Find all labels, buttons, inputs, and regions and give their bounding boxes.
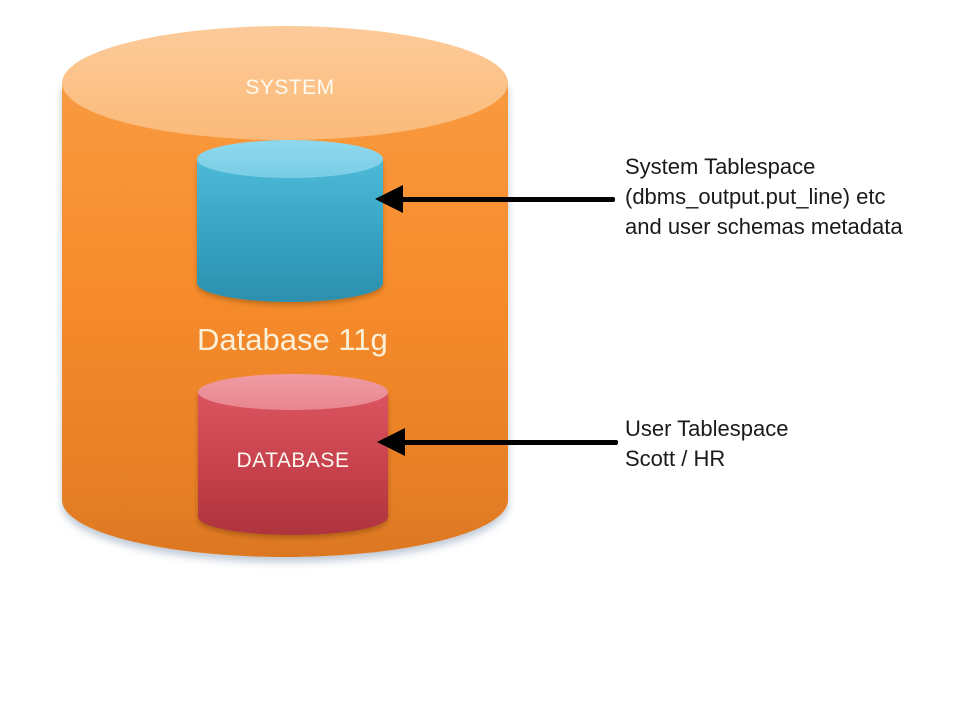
system-cylinder-top xyxy=(197,140,383,178)
system-cylinder: SYSTEM xyxy=(197,76,383,302)
database-cylinder-label: DATABASE xyxy=(236,449,350,472)
arrow-shaft xyxy=(399,197,615,202)
arrow-left-head-icon xyxy=(377,428,405,456)
annotation-line: User Tablespace xyxy=(625,416,789,441)
arrow-left-head-icon xyxy=(375,185,403,213)
outer-cylinder-top xyxy=(62,26,508,140)
database-title: Database 11g xyxy=(197,322,388,357)
system-cylinder-label: SYSTEM xyxy=(245,76,335,99)
database-cylinder-body xyxy=(198,392,388,535)
annotation-line: and user schemas metadata xyxy=(625,214,903,239)
database-cylinder-top xyxy=(198,374,388,410)
system-annotation: System Tablespace (dbms_output.put_line)… xyxy=(625,152,903,242)
database-cylinder: DATABASE xyxy=(198,374,388,535)
system-cylinder-body xyxy=(197,159,383,302)
arrow-shaft xyxy=(401,440,618,445)
annotation-line: System Tablespace xyxy=(625,154,816,179)
annotation-line: (dbms_output.put_line) etc xyxy=(625,184,886,209)
annotation-line: Scott / HR xyxy=(625,446,726,471)
user-annotation: User Tablespace Scott / HR xyxy=(625,414,788,474)
